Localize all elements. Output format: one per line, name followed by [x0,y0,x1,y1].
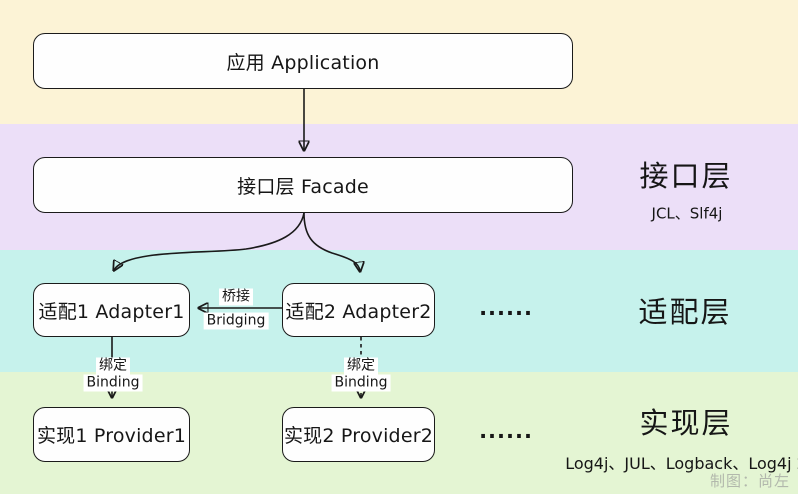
facade-layer-subtitle: JCL、Slf4j [651,204,723,223]
facade-layer-title: 接口层 [639,159,733,193]
provider-layer-subtitle: Log4j、JUL、Logback、Log4j 2 [565,454,798,473]
node-facade: 接口层 Facade [33,157,573,213]
provider-layer-ellipsis: ...... [479,419,533,443]
binding1-label-zh: 绑定 [96,357,130,375]
adapter-layer-title: 适配层 [638,295,732,329]
node-adapter1: 适配1 Adapter1 [33,283,190,337]
binding2-label-en: Binding [331,374,391,392]
node-provider1: 实现1 Provider1 [33,407,190,462]
adapter-layer-ellipsis: ...... [479,296,533,320]
bridging-label-zh: 桥接 [219,288,253,306]
bridging-label-en: Bridging [203,312,269,330]
node-application-label: 应用 Application [226,51,380,74]
binding2-label-zh: 绑定 [344,357,378,375]
credit-text: 制图：尚左 [709,472,790,490]
node-adapter1-label: 适配1 Adapter1 [38,300,185,323]
node-provider2-label: 实现2 Provider2 [283,425,434,447]
node-adapter2: 适配2 Adapter2 [282,283,435,337]
node-provider2: 实现2 Provider2 [282,407,435,462]
binding1-label-en: Binding [83,374,143,392]
node-application: 应用 Application [33,33,573,89]
node-facade-label: 接口层 Facade [237,175,369,198]
node-adapter2-label: 适配2 Adapter2 [285,300,432,323]
node-provider1-label: 实现1 Provider1 [36,425,187,447]
provider-layer-title: 实现层 [639,406,733,440]
